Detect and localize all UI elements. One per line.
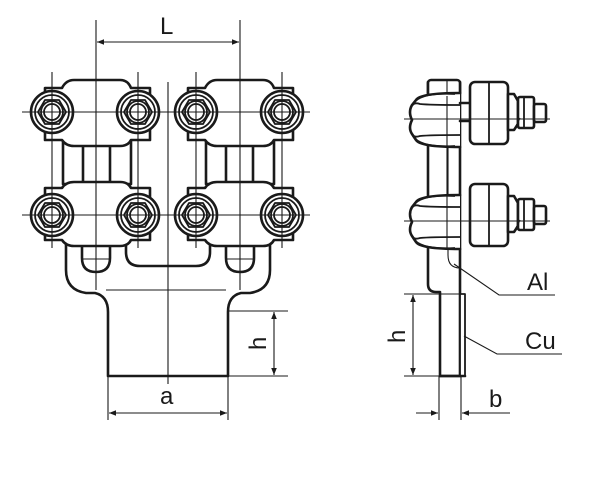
front-view: L a h	[22, 13, 310, 420]
side-view: Al Cu h b	[384, 78, 562, 420]
copper-strip	[459, 293, 466, 377]
bolt-assembly-upper	[408, 78, 548, 149]
leader-copper	[463, 335, 562, 355]
label-copper: Cu	[525, 328, 556, 355]
leader-aluminum	[453, 263, 555, 296]
dimension-label-b: b	[489, 386, 502, 413]
dimension-label-h-side: h	[384, 330, 411, 343]
center-lines	[22, 20, 310, 384]
dimension-label-h-front: h	[245, 337, 272, 350]
dimension-label-a: a	[160, 383, 174, 410]
dimension-label-L: L	[160, 13, 173, 40]
label-aluminum: Al	[527, 269, 548, 296]
